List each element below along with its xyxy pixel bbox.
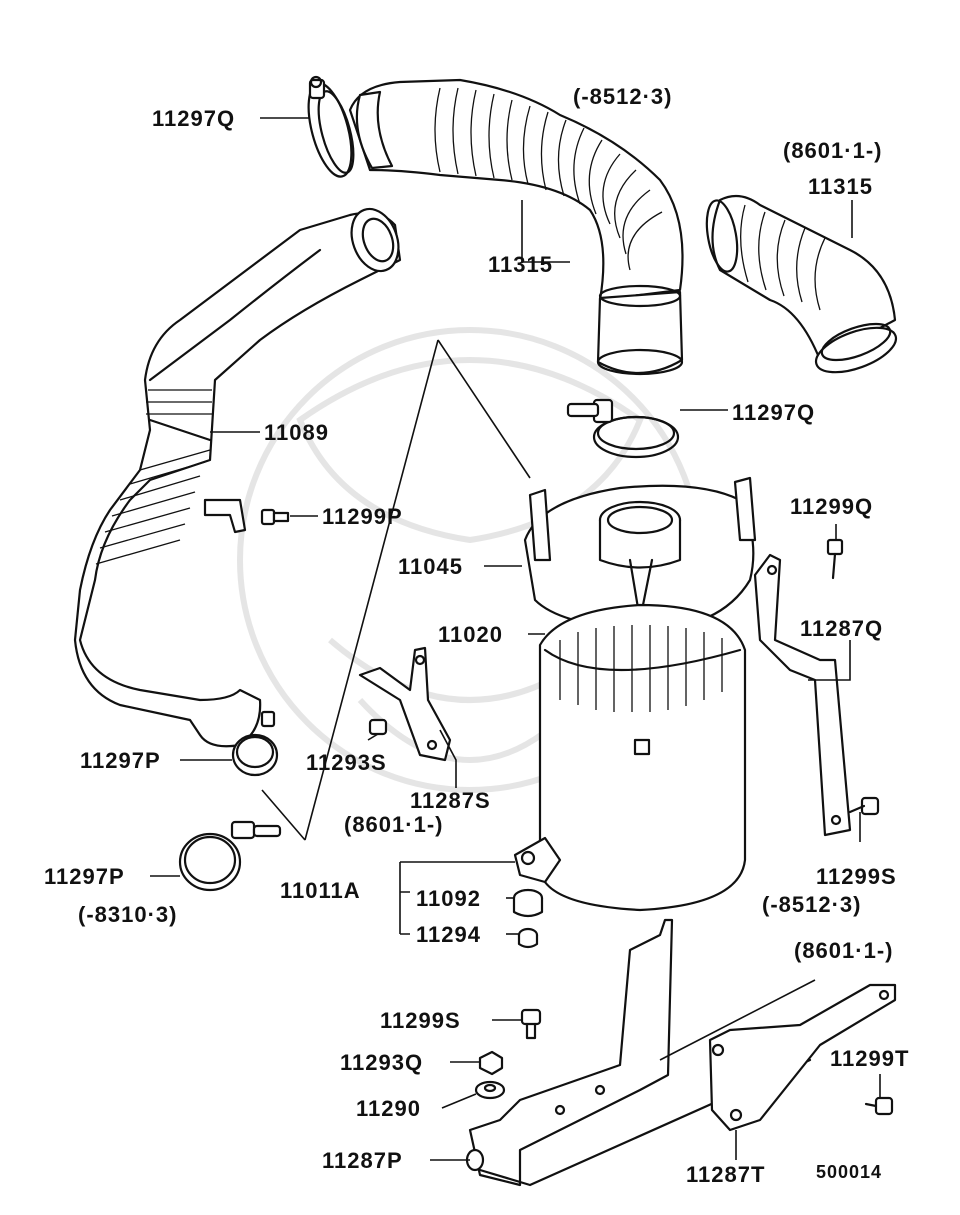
label-duct: 11089 xyxy=(264,420,329,445)
label-case: 11011A xyxy=(280,878,361,903)
label-collar: 11294 xyxy=(416,922,481,947)
hose-right-part xyxy=(705,194,898,374)
cleaner-cover-part xyxy=(523,476,757,632)
leader-lines xyxy=(150,117,881,1161)
label-nut-q: 11293Q xyxy=(340,1050,423,1075)
label-date-right-low: (-8512·3) xyxy=(762,892,861,917)
label-bolt-s: 11299S xyxy=(380,1008,461,1033)
label-element: 11020 xyxy=(438,622,503,647)
clamp-lower-part xyxy=(231,710,279,777)
label-bolt-s-right: 11299S xyxy=(816,864,897,889)
bolt-p-part xyxy=(260,508,290,526)
label-hose-a: 11315 xyxy=(488,252,553,277)
label-bracket-right: 11287Q xyxy=(800,616,883,641)
clamp-loose-part xyxy=(178,820,282,892)
part-labels: 11297Q (-8512·3) (8601·1-) 11315 11315 1… xyxy=(44,84,909,1187)
label-date-top-right-b: (8601·1-) xyxy=(783,138,882,163)
label-date-bottom-right: (8601·1-) xyxy=(794,938,893,963)
label-clamp-lower: 11297P xyxy=(80,748,161,773)
label-nut-a: 11293S xyxy=(306,750,387,775)
label-case-cover: 11045 xyxy=(398,554,463,579)
bracket-q-part xyxy=(753,538,880,837)
label-bracket-p: 11287P xyxy=(322,1148,403,1173)
grommet-collar-part xyxy=(512,888,544,949)
label-washer: 11290 xyxy=(356,1096,421,1121)
clamp-mid-part xyxy=(566,398,680,459)
label-bracket-s: 11287S xyxy=(410,788,491,813)
label-clamp-top: 11297Q xyxy=(152,106,235,131)
label-date-mid: (8601·1-) xyxy=(344,812,443,837)
label-clamp-loose: 11297P xyxy=(44,864,125,889)
bracket-s-part xyxy=(358,646,452,762)
diagram-code: 500014 xyxy=(816,1162,882,1182)
label-bracket-t: 11287T xyxy=(686,1162,765,1187)
intake-duct-part xyxy=(73,207,402,748)
bracket-t-part xyxy=(708,983,897,1132)
label-hose-b: 11315 xyxy=(808,174,873,199)
label-bolt-right: 11299Q xyxy=(790,494,873,519)
label-clamp-mid: 11297Q xyxy=(732,400,815,425)
lower-hardware-part xyxy=(474,1008,894,1116)
label-bolt-t: 11299T xyxy=(830,1046,909,1071)
label-date-left: (-8310·3) xyxy=(78,902,177,927)
clamp-top-part xyxy=(307,75,355,178)
label-date-top-right-a: (-8512·3) xyxy=(573,84,672,109)
element-case-part xyxy=(513,603,747,912)
hose-top-part xyxy=(348,78,684,376)
label-bolt-duct: 11299P xyxy=(322,504,403,529)
label-grommet: 11092 xyxy=(416,886,481,911)
